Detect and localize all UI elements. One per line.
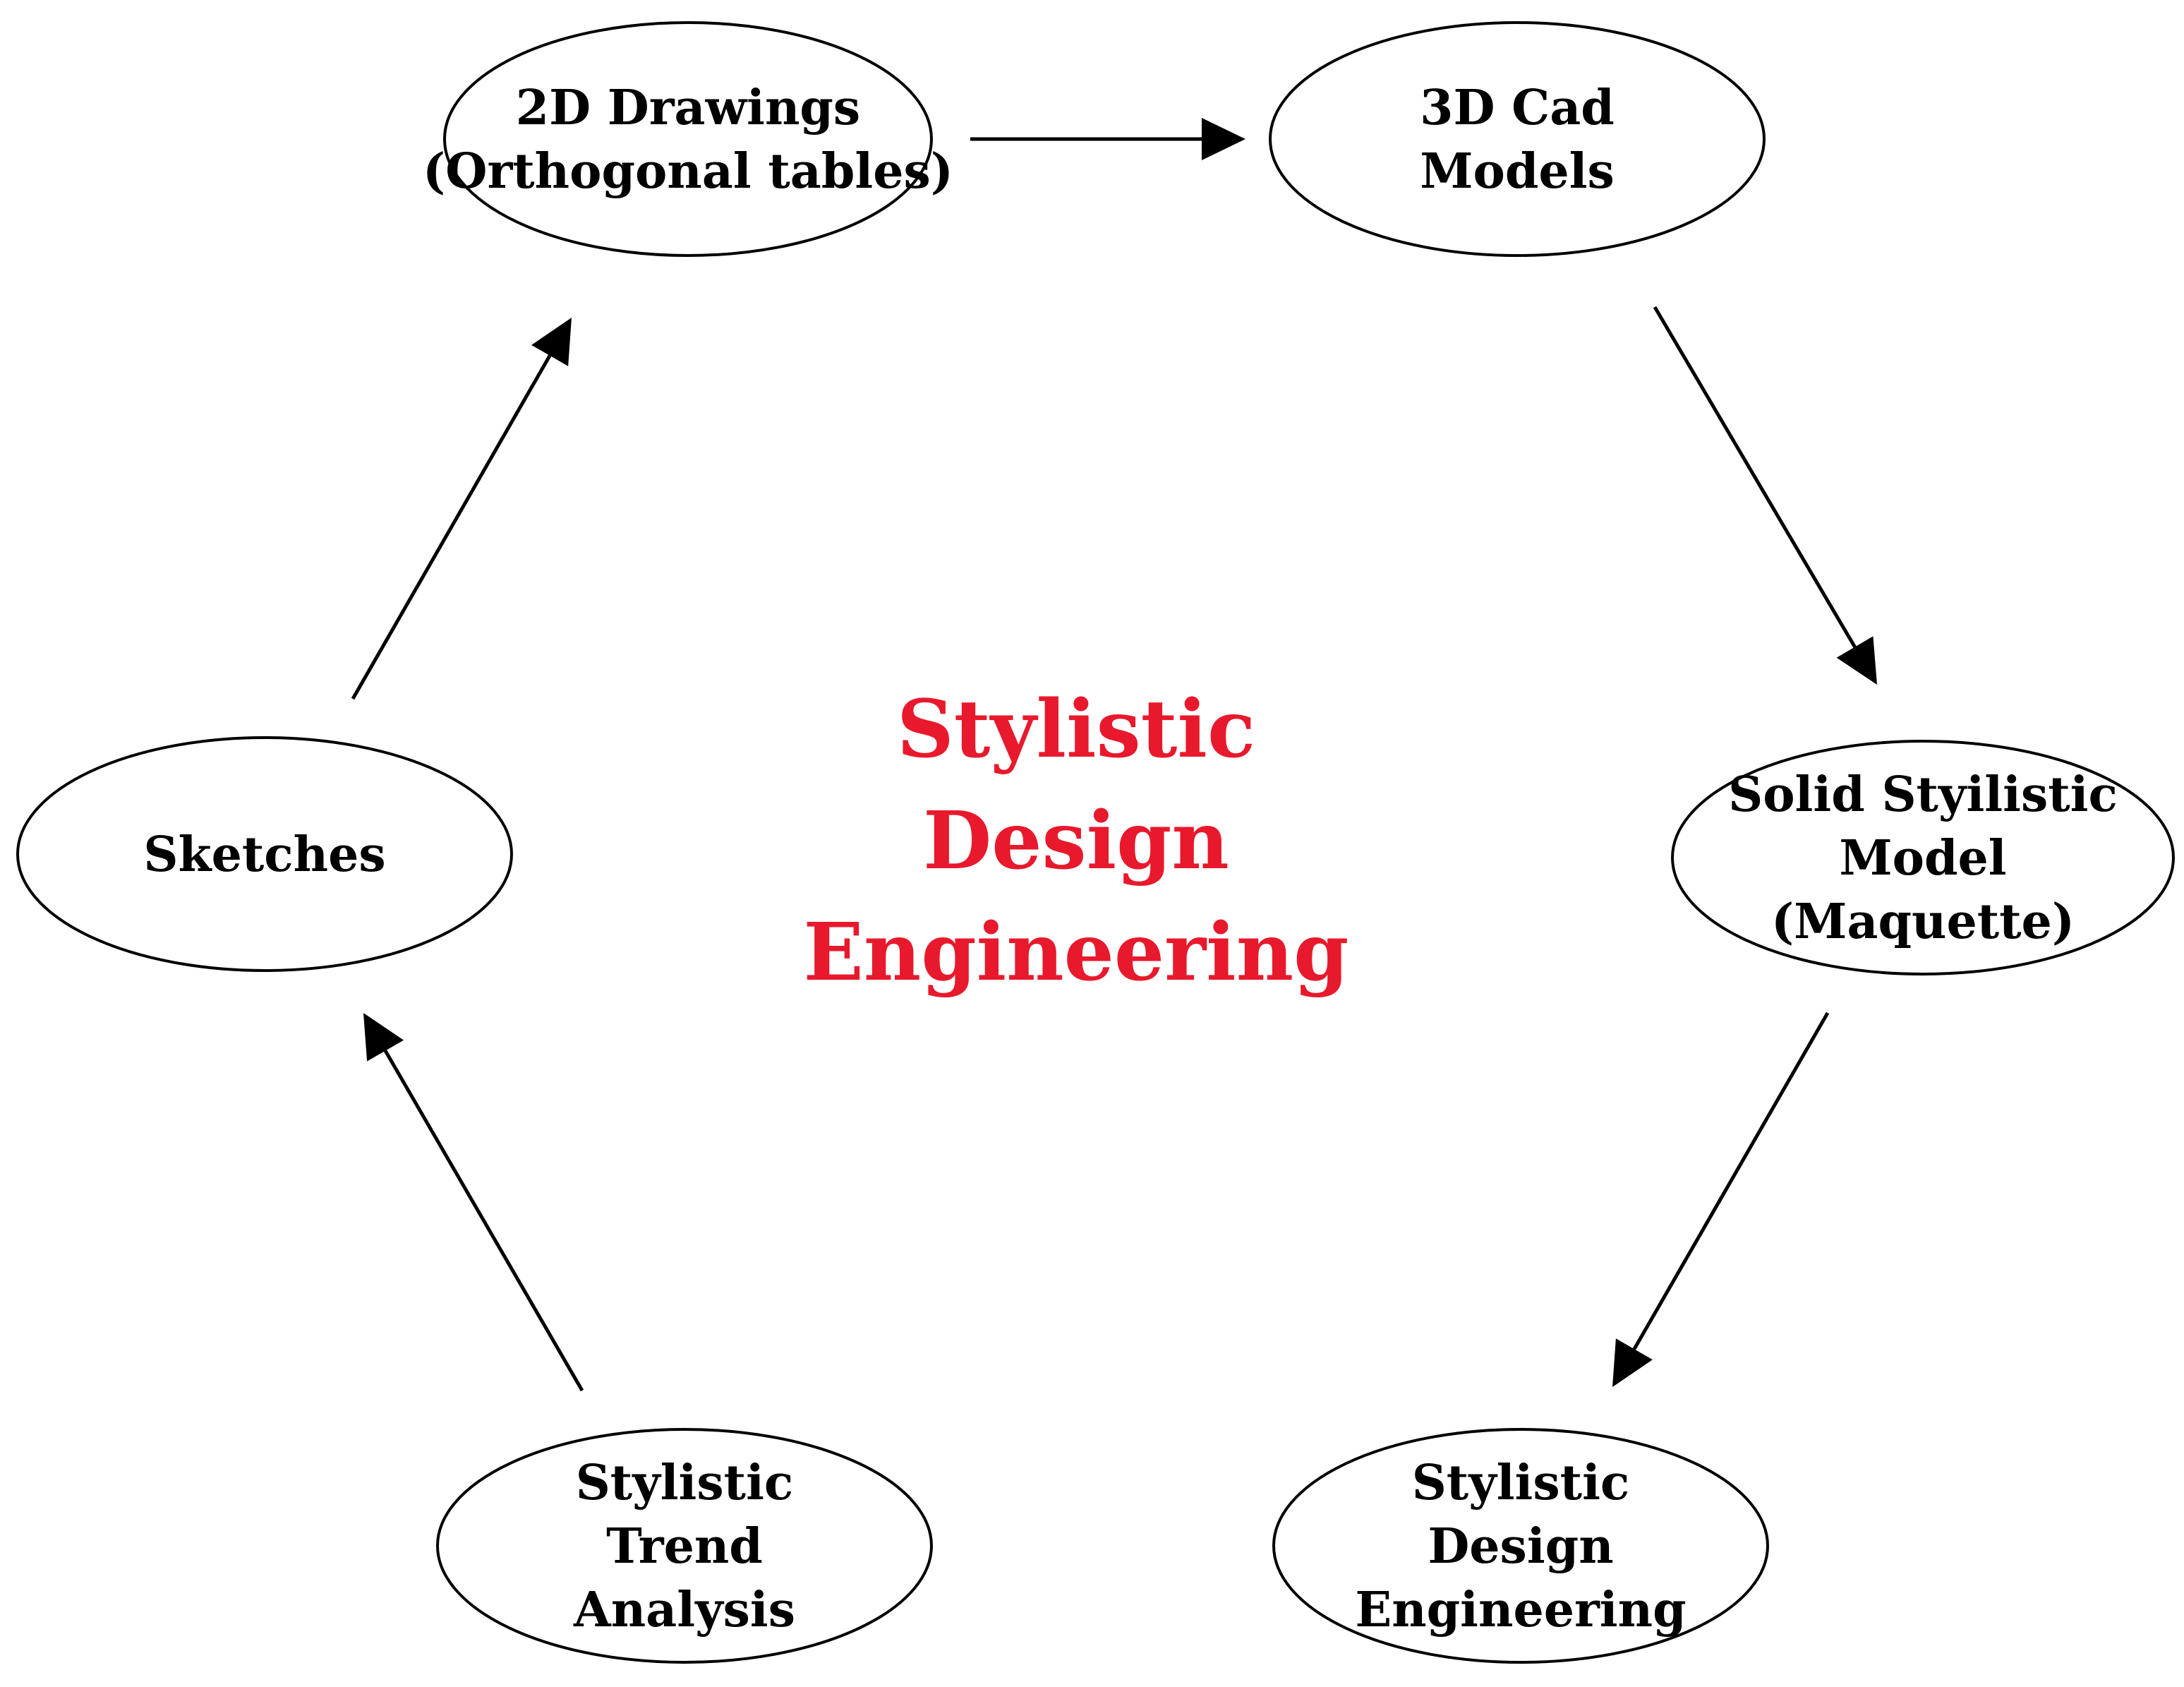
node-label-line: Models <box>1420 143 1615 200</box>
node-label-line: (Orthogonal tables) <box>423 143 953 200</box>
center-title-line: Stylistic <box>897 683 1255 776</box>
arrow-shaft <box>1653 306 1857 648</box>
arrow-solid-model-to-design-engineering <box>1612 1011 1830 1387</box>
node-ellipse <box>436 1428 933 1664</box>
node-label: Sketches <box>143 827 385 883</box>
node-label-line: Solid Styilistic <box>1728 767 2118 823</box>
node-ellipse <box>1272 1428 1769 1664</box>
node-label-line: Model <box>1839 830 2006 887</box>
node-label-line: Stylistic <box>576 1455 794 1511</box>
arrow-head <box>1836 636 1877 685</box>
node-label-line: Analysis <box>573 1582 795 1638</box>
node-drawings2d: 2D Drawings (Orthogonal tables) <box>423 21 953 257</box>
node-label-line: Design <box>1428 1518 1613 1575</box>
arrow-head <box>363 1013 404 1062</box>
arrow-drawings2d-to-cad3d <box>970 118 1245 160</box>
arrow-head <box>531 318 572 366</box>
arrow-head <box>1612 1338 1653 1387</box>
node-label-line: Engineering <box>1355 1582 1686 1638</box>
node-label-line: Sketches <box>143 827 385 883</box>
node-label-line: 2D Drawings <box>516 80 860 136</box>
node-label-line: Stylistic <box>1412 1455 1630 1511</box>
node-label: 2D Drawings (Orthogonal tables) <box>423 80 953 200</box>
arrow-shaft <box>1632 1011 1830 1350</box>
arrow-sketches-to-drawings2d <box>351 318 572 700</box>
node-ellipse <box>16 736 513 972</box>
node-ellipse <box>1269 21 1766 257</box>
arrow-shaft <box>351 354 552 700</box>
arrow-trend-analysis-to-sketches <box>363 1013 584 1392</box>
center-title-line: Design <box>923 795 1229 887</box>
node-label-line: (Maquette) <box>1771 894 2075 950</box>
node-sketches: Sketches <box>16 736 513 972</box>
node-ellipse <box>1671 740 2175 975</box>
arrow-shaft <box>383 1050 584 1392</box>
edges-layer <box>351 118 1877 1392</box>
node-label-line: Trend <box>606 1518 763 1575</box>
center-title-line: Engineering <box>804 906 1349 999</box>
node-ellipse <box>443 21 933 257</box>
arrow-head <box>1202 118 1245 160</box>
node-label-line: 3D Cad <box>1420 80 1615 136</box>
arrow-cad3d-to-solid-model <box>1653 306 1877 685</box>
